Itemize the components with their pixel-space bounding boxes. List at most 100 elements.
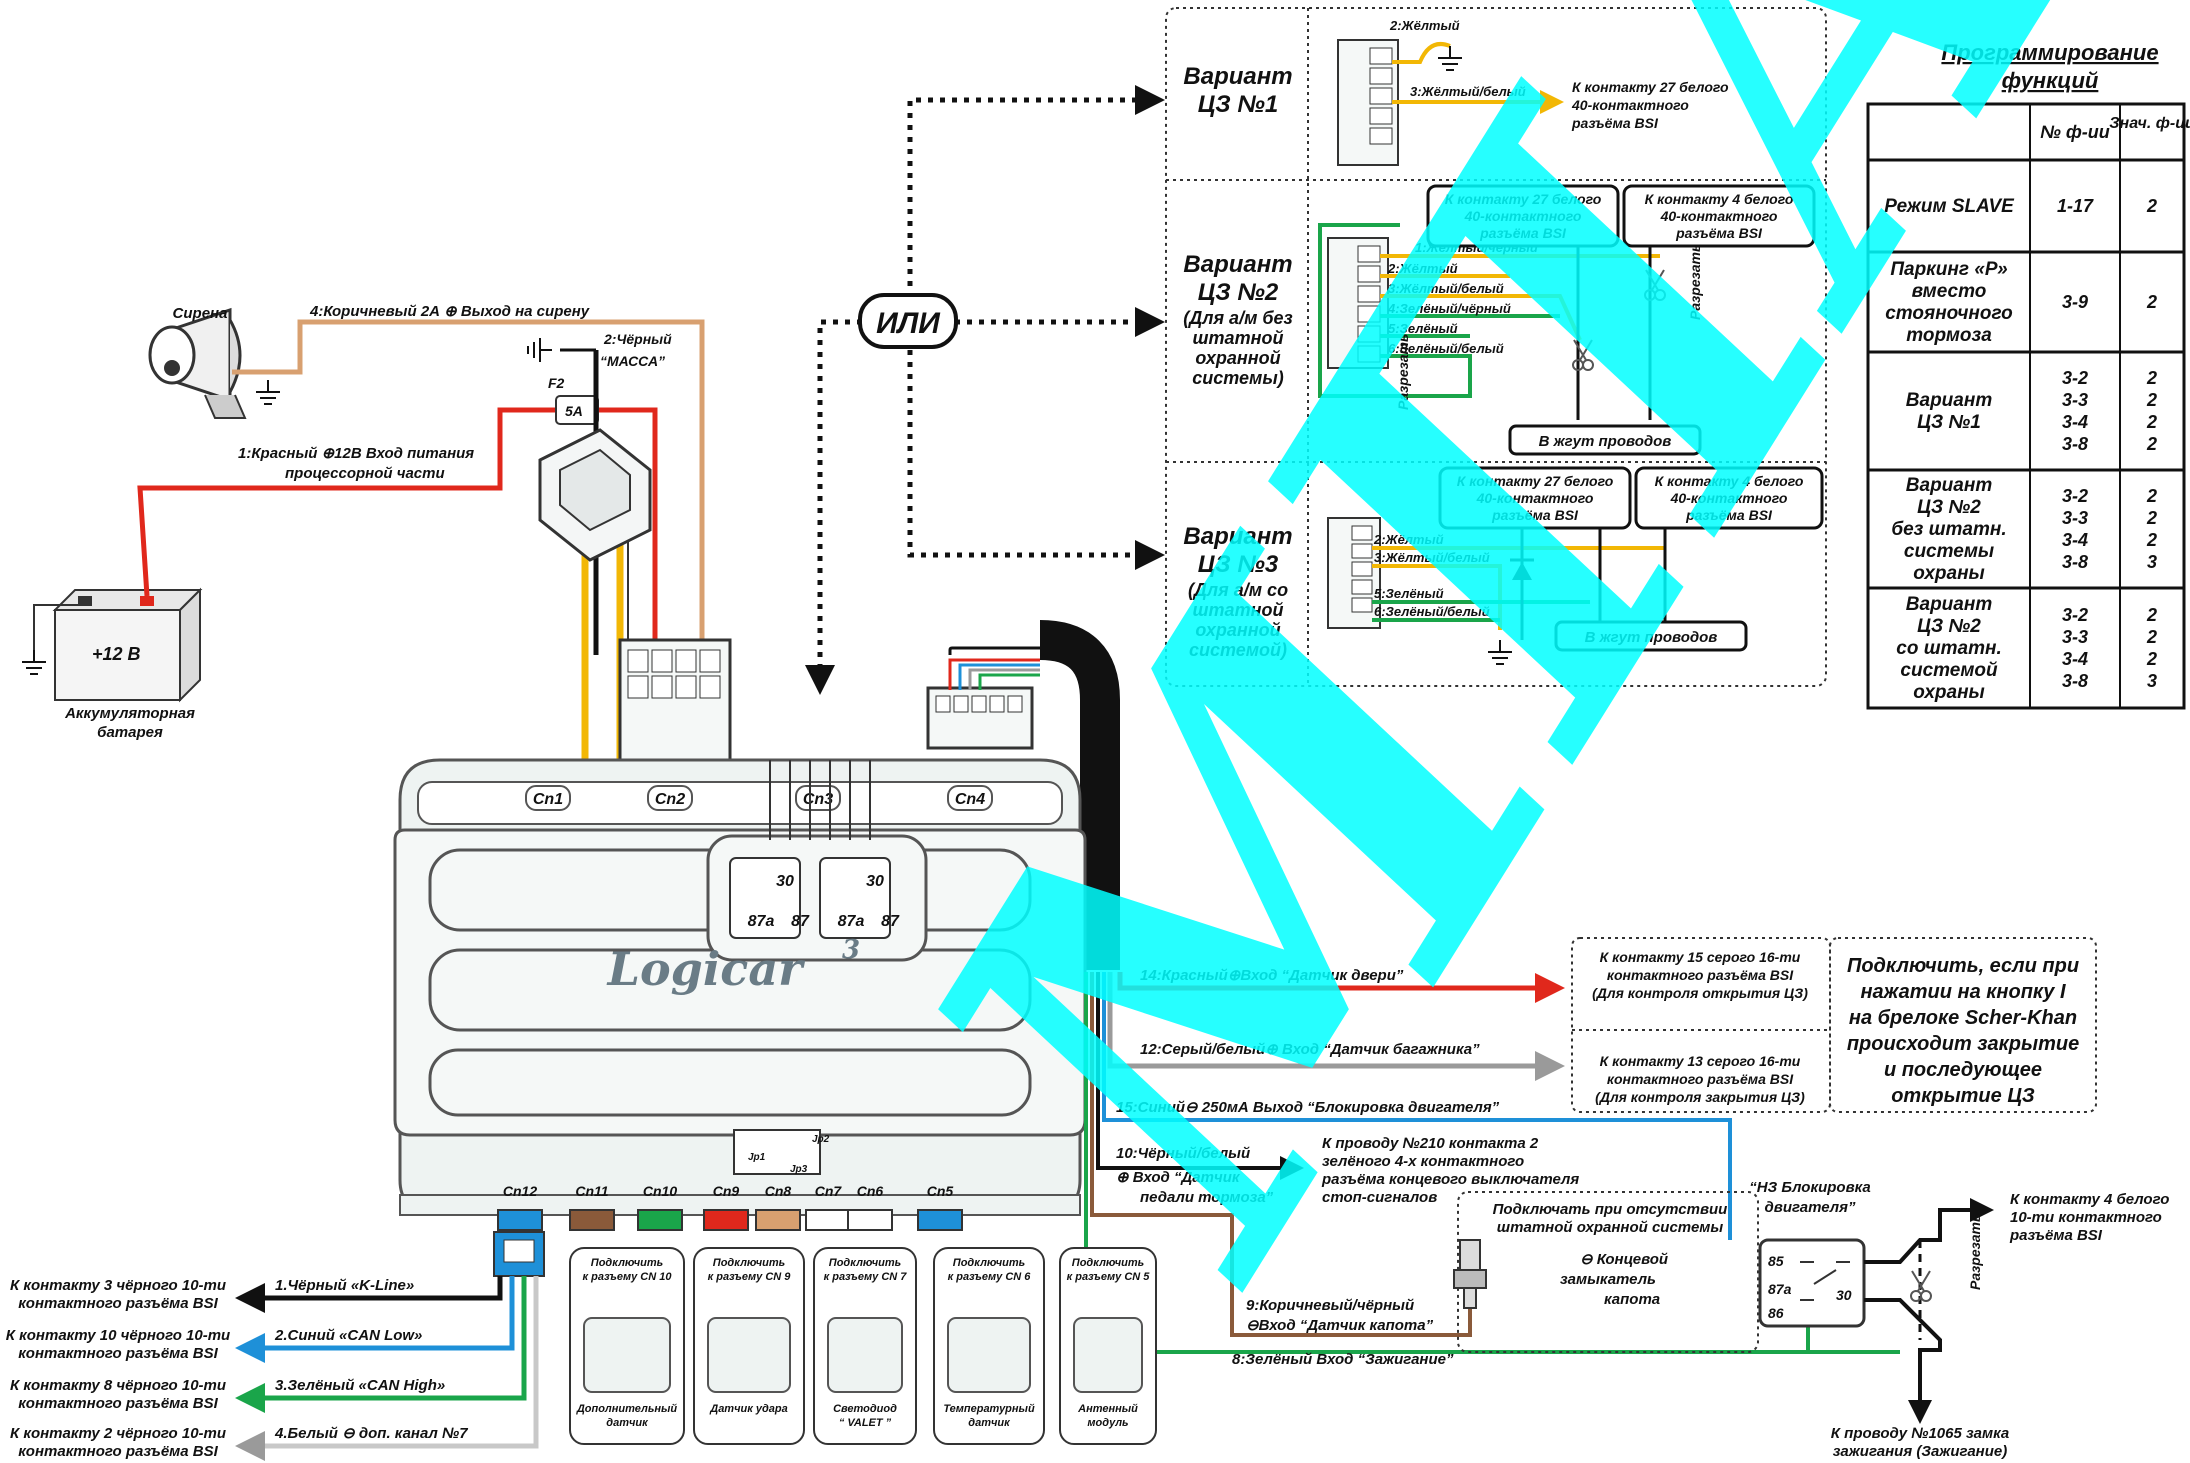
hood-switch-2: замыкатель <box>1560 1271 1656 1288</box>
can-wire-label: 1.Чёрный «K-Line» <box>275 1277 414 1294</box>
table-cell: 3 <box>2147 671 2157 691</box>
door-dest-2: контактного разъёма BSI <box>1607 967 1794 983</box>
table-cell: 2 <box>2146 434 2157 454</box>
ground-wire-label-2: “МАССА” <box>600 353 665 369</box>
table-cell: 3-8 <box>2062 552 2088 572</box>
battery-icon <box>52 587 203 703</box>
relay-pin-86: 86 <box>1768 1305 1784 1321</box>
v2-connector <box>1327 237 1389 369</box>
can-wire-dest: контактного разъёма BSI <box>18 1345 218 1362</box>
can-wire-dest: К контакту 10 чёрного 10-ти <box>6 1327 230 1344</box>
v3-box-a-3: разъёма BSI <box>1491 507 1579 523</box>
siren-wire-label: 4:Коричневый 2А ⊕ Выход на сирену <box>309 303 590 320</box>
note-line: Подключить, если при <box>1847 955 2079 977</box>
variant-subtitle: (Для а/м со <box>1188 580 1288 600</box>
accessory-bottom: датчик <box>968 1417 1011 1429</box>
scissors-icon <box>1644 269 1666 301</box>
variant-subtitle: штатной <box>1193 328 1284 348</box>
jumper-label: Jp2 <box>812 1134 830 1145</box>
v1-dest-3: разъёма BSI <box>1571 115 1659 131</box>
v2-dest-box-b <box>1622 184 1816 248</box>
module-logo: Logicar <box>606 942 806 996</box>
door-dest-1: К контакту 15 серого 16-ти <box>1600 949 1801 965</box>
v3-dest-box-a <box>1438 466 1632 530</box>
top-conn-label: Cn2 <box>655 791 685 808</box>
brake-dest-2: зелёного 4-х контактного <box>1322 1153 1524 1170</box>
v2-wire-5: 5:Зелёный <box>1388 321 1458 336</box>
power-wire-label-2: процессорной части <box>285 465 445 482</box>
trunk-wire <box>1107 972 1565 1081</box>
bottom-conn-socket <box>703 1209 749 1231</box>
variant-subtitle: (Для а/м без <box>1183 308 1292 328</box>
variant-title: Вариант <box>1183 523 1292 550</box>
accessory-top: к разъему CN 9 <box>708 1271 792 1283</box>
trunk-dest-1: К контакту 13 серого 16-ти <box>1600 1053 1801 1069</box>
ignition-wire <box>1084 972 1900 1354</box>
relay-pin-label: 87 <box>791 913 810 930</box>
table-cell: Режим SLAVE <box>1884 196 2015 217</box>
jumper-label: Jp3 <box>790 1164 808 1175</box>
or-label: ИЛИ <box>876 307 941 340</box>
table-cell: Вариант <box>1906 390 1993 411</box>
v3-wire-1: 2:Жёлтый <box>1373 532 1444 547</box>
relay-dest-3: разъёма BSI <box>2009 1227 2103 1244</box>
table-cell: без штатн. <box>1891 519 2006 540</box>
door-dest-3: (Для контроля открытия ЦЗ) <box>1592 985 1808 1001</box>
can-wire-dest: контактного разъёма BSI <box>18 1395 218 1412</box>
accessory-top: Подключить <box>713 1257 785 1269</box>
table-cell: 2 <box>2146 292 2157 312</box>
accessory-top: к разъему CN 7 <box>824 1271 908 1283</box>
table-cell: 3-2 <box>2062 605 2088 625</box>
table-cell: 2 <box>2146 627 2157 647</box>
can-wire-2 <box>235 1276 515 1363</box>
hood-switch-icon <box>1453 1239 1487 1309</box>
siren-icon <box>148 307 247 419</box>
v3-harness: В жгут проводов <box>1585 629 1718 646</box>
brake-wire-label-3: педали тормоза” <box>1140 1189 1274 1206</box>
bottom-conn-label: Cn10 <box>643 1183 677 1199</box>
blocking-wire <box>1102 972 1732 1240</box>
v2-box-b-1: К контакту 4 белого <box>1645 191 1794 207</box>
trunk-wire-label: 12:Серый/белый⊕ Вход “Датчик багажника” <box>1140 1041 1480 1058</box>
can-wire-label: 3.Зелёный «CAN High» <box>275 1377 445 1394</box>
v2-wire-6: 6:Зелёный/белый <box>1388 341 1504 356</box>
relay-pin-label: 87a <box>838 913 865 930</box>
table-cell: вместо <box>1912 281 1987 302</box>
hood-switch-1: ⊖ Концевой <box>1580 1251 1668 1268</box>
door-wire-label: 14:Красный⊕Вход “Датчик двери” <box>1140 967 1404 984</box>
accessory-top: Подключить <box>1072 1257 1144 1269</box>
v2-box-a-1: К контакту 27 белого <box>1445 191 1602 207</box>
can-wire-4 <box>235 1276 539 1461</box>
accessory-bottom: Антенный <box>1077 1403 1138 1415</box>
trunk-dest-2: контактного разъёма BSI <box>1607 1071 1794 1087</box>
table-cell: 2 <box>2146 649 2157 669</box>
siren-label: Сирена <box>173 305 228 322</box>
variant-subtitle: системы) <box>1192 368 1283 388</box>
table-cell: охраны <box>1913 563 1985 584</box>
prog-title-1: Программирование <box>1941 40 2158 65</box>
variant-title: ЦЗ №1 <box>1198 91 1278 118</box>
v2-wire-2: 2:Жёлтый <box>1387 261 1458 276</box>
jumper-block <box>733 1129 821 1175</box>
brake-dest-4: стоп-сигналов <box>1322 1189 1437 1206</box>
can-wire-dest: контактного разъёма BSI <box>18 1295 218 1312</box>
relay-pin-label: 87 <box>881 913 900 930</box>
top-conn-tab <box>947 785 993 811</box>
table-cell: 3-4 <box>2062 649 2088 669</box>
bottom-conn-socket <box>569 1209 615 1231</box>
ground-wire-label-1: 2:Чёрный <box>603 331 672 347</box>
accessory-bottom: “ VALET ” <box>839 1417 892 1429</box>
table-cell: 3-2 <box>2062 486 2088 506</box>
table-cell: 2 <box>2146 508 2157 528</box>
v2-box-b-3: разъёма BSI <box>1675 225 1763 241</box>
note-line: открытие ЦЗ <box>1891 1085 2035 1107</box>
note-line: и последующее <box>1884 1059 2042 1081</box>
relay-pin-30: 30 <box>1836 1287 1852 1303</box>
v3-box-b-3: разъёма BSI <box>1685 507 1773 523</box>
v3-box-b-1: К контакту 4 белого <box>1655 473 1804 489</box>
can-wire-1 <box>235 1276 503 1313</box>
bottom-conn-socket <box>497 1209 543 1231</box>
can-wire-dest: К контакту 3 чёрного 10-ти <box>10 1277 226 1294</box>
relay-dest-2: 10-ти контактного <box>2010 1209 2162 1226</box>
table-cell: системой <box>1900 660 1998 681</box>
